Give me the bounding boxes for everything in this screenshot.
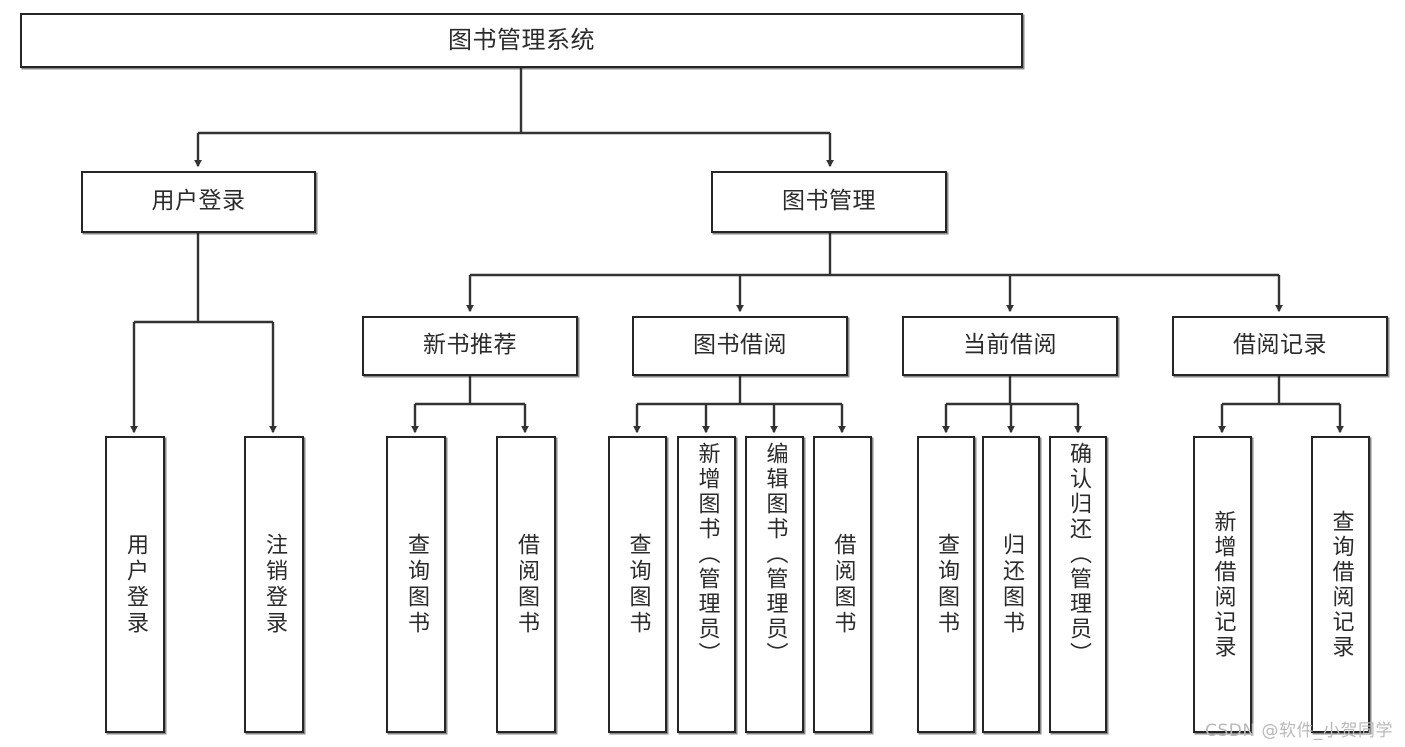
node-label: 查询图书 <box>934 532 959 637</box>
node-label: 注销登录 <box>262 532 287 637</box>
node-label: 借阅记录 <box>1233 332 1327 359</box>
node-leaf-user-login[interactable]: 用户登录 <box>105 436 165 733</box>
node-leaf-query-book-recommend[interactable]: 查询图书 <box>386 436 446 733</box>
node-label: 查询借阅记录 <box>1328 509 1354 660</box>
node-label: 确认归还（管理员） <box>1066 442 1091 667</box>
node-leaf-query-book-current[interactable]: 查询图书 <box>917 436 975 733</box>
node-book-borrow[interactable]: 图书借阅 <box>632 316 848 376</box>
csdn-watermark: CSDN @软件_小贺同学 <box>1205 721 1393 741</box>
node-leaf-return-book[interactable]: 归还图书 <box>982 436 1040 733</box>
node-label: 查询图书 <box>625 532 651 637</box>
node-leaf-user-logout[interactable]: 注销登录 <box>244 436 304 733</box>
node-label: 新增借阅记录 <box>1210 509 1236 660</box>
node-leaf-add-book-admin[interactable]: 新增图书（管理员） <box>677 436 736 733</box>
node-label: 新书推荐 <box>423 332 517 359</box>
node-label: 图书借阅 <box>693 332 787 359</box>
node-label: 查询图书 <box>404 532 429 637</box>
node-label: 新增图书（管理员） <box>694 442 720 667</box>
node-root-book-management-system[interactable]: 图书管理系统 <box>20 13 1023 68</box>
node-leaf-borrow-book-recommend[interactable]: 借阅图书 <box>496 436 556 733</box>
node-leaf-edit-book-admin[interactable]: 编辑图书（管理员） <box>745 436 804 733</box>
node-label: 归还图书 <box>999 532 1024 637</box>
node-borrow-record[interactable]: 借阅记录 <box>1172 316 1388 376</box>
node-leaf-query-book-borrow[interactable]: 查询图书 <box>608 436 667 733</box>
node-leaf-confirm-return-admin[interactable]: 确认归还（管理员） <box>1049 436 1107 733</box>
node-label: 图书管理 <box>782 188 876 215</box>
node-new-book-recommend[interactable]: 新书推荐 <box>362 316 578 376</box>
node-label: 用户登录 <box>151 188 246 215</box>
node-label: 借阅图书 <box>514 532 539 637</box>
node-leaf-add-borrow-record[interactable]: 新增借阅记录 <box>1193 436 1252 733</box>
node-leaf-borrow-book-borrow[interactable]: 借阅图书 <box>813 436 872 733</box>
node-label: 借阅图书 <box>830 532 856 637</box>
node-current-borrow[interactable]: 当前借阅 <box>902 316 1118 376</box>
node-leaf-query-borrow-record[interactable]: 查询借阅记录 <box>1311 436 1370 733</box>
node-label: 用户登录 <box>123 532 148 637</box>
node-label: 当前借阅 <box>963 332 1057 359</box>
node-book-management[interactable]: 图书管理 <box>711 171 947 233</box>
node-user-login[interactable]: 用户登录 <box>81 171 316 233</box>
node-label: 图书管理系统 <box>448 26 595 55</box>
node-label: 编辑图书（管理员） <box>762 442 788 667</box>
